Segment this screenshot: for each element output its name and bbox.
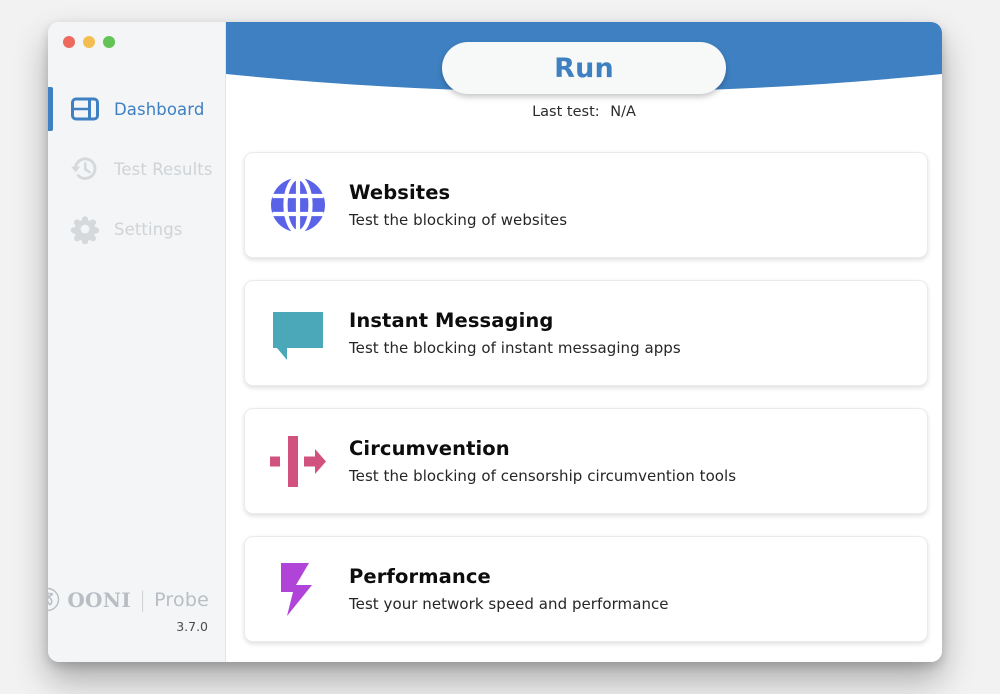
sidebar-item-test-results[interactable]: Test Results — [48, 139, 225, 199]
sidebar-item-label: Settings — [114, 219, 183, 239]
active-indicator — [48, 87, 53, 131]
app-version: 3.7.0 — [176, 619, 208, 634]
last-test-status: Last test: N/A — [226, 104, 942, 120]
dashboard-icon — [70, 94, 100, 124]
card-description: Test the blocking of censorship circumve… — [349, 467, 737, 485]
card-title: Websites — [349, 181, 451, 204]
minimize-button[interactable] — [83, 36, 95, 48]
card-description: Test your network speed and performance — [349, 595, 669, 613]
sidebar-item-settings[interactable]: Settings — [48, 199, 225, 259]
circumvention-arrow-icon — [267, 430, 329, 492]
zoom-button[interactable] — [103, 36, 115, 48]
card-title: Performance — [349, 565, 491, 588]
brand-name: OONI — [67, 587, 132, 612]
gear-icon — [70, 214, 100, 245]
last-test-label: Last test: — [532, 104, 600, 120]
lightning-bolt-icon — [267, 558, 329, 620]
speech-bubble-icon — [267, 302, 329, 364]
brand-separator: | — [139, 587, 147, 612]
test-card-instant-messaging[interactable]: Instant Messaging Test the blocking of i… — [244, 280, 928, 386]
globe-icon — [267, 174, 329, 236]
card-title: Circumvention — [349, 437, 510, 460]
last-test-value: N/A — [610, 104, 636, 120]
test-card-performance[interactable]: Performance Test your network speed and … — [244, 536, 928, 642]
main-panel: Run Last test: N/A — [226, 22, 942, 662]
sidebar: Dashboard Test Results — [48, 22, 226, 662]
close-button[interactable] — [63, 36, 75, 48]
sidebar-item-label: Test Results — [114, 159, 213, 179]
card-description: Test the blocking of websites — [349, 211, 568, 229]
sidebar-item-dashboard[interactable]: Dashboard — [48, 79, 225, 139]
window-traffic-lights — [63, 36, 115, 48]
card-title: Instant Messaging — [349, 309, 554, 332]
test-card-list: Websites Test the blocking of websites I… — [244, 152, 928, 662]
run-button-label: Run — [554, 52, 614, 84]
sidebar-nav: Dashboard Test Results — [48, 79, 225, 259]
brand-product: Probe — [154, 588, 209, 611]
test-card-websites[interactable]: Websites Test the blocking of websites — [244, 152, 928, 258]
card-description: Test the blocking of instant messaging a… — [349, 339, 681, 357]
test-card-circumvention[interactable]: Circumvention Test the blocking of censo… — [244, 408, 928, 514]
sidebar-item-label: Dashboard — [114, 99, 205, 119]
history-clock-icon — [70, 154, 100, 184]
run-button[interactable]: Run — [442, 42, 726, 94]
brand-footer: OONI | Probe 3.7.0 — [48, 587, 209, 634]
ooni-octopus-logo-icon — [48, 587, 60, 612]
app-window: Dashboard Test Results — [48, 22, 942, 662]
